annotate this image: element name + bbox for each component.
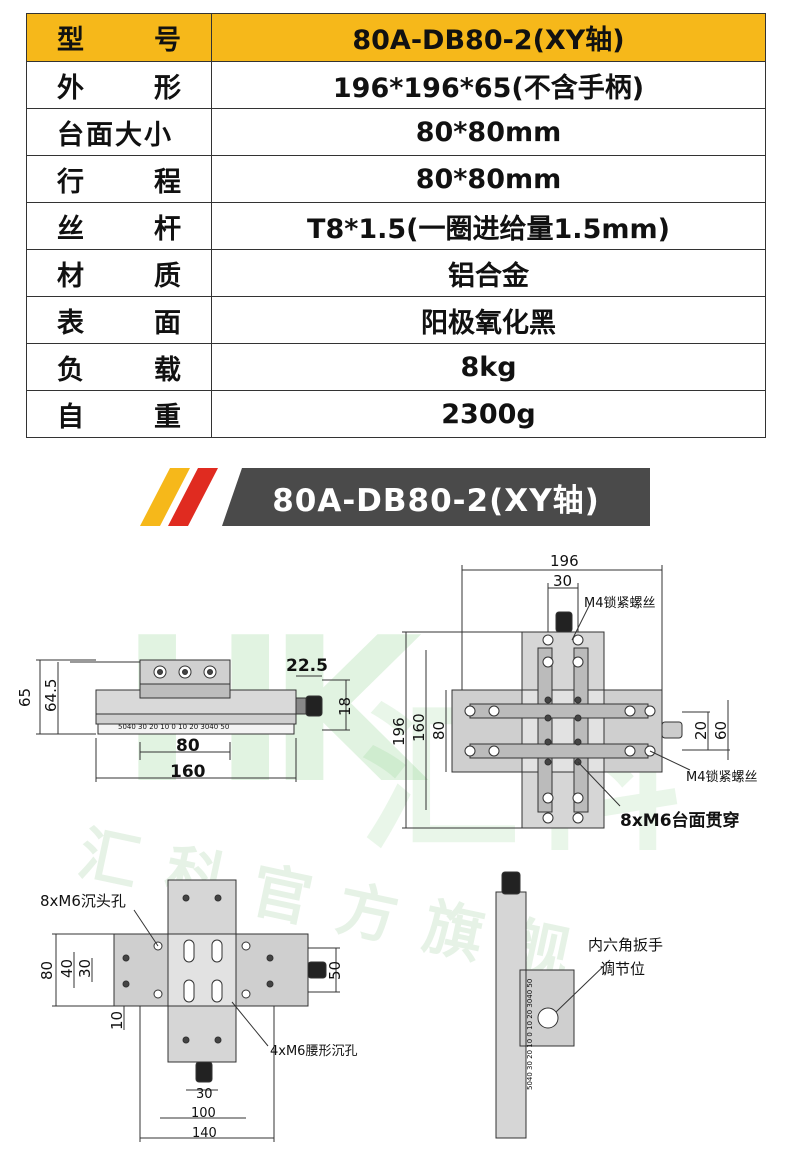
bottom-dim-10: 10 <box>108 1010 126 1030</box>
spec-key: 型号 <box>26 13 212 62</box>
spec-table: 型号 80A-DB80-2(XY轴) 外形 196*196*65(不含手柄) 台… <box>26 13 766 438</box>
spec-row: 自重 2300g <box>26 390 766 438</box>
top-dim-30: 30 <box>553 572 573 590</box>
lock-screw-label-1: M4锁紧螺丝 <box>584 596 656 611</box>
side-view-drawing <box>36 659 350 782</box>
slot-holes-label: 4xM6腰形沉孔 <box>270 1044 358 1059</box>
spec-value: 2300g <box>211 390 766 438</box>
bottom-dim-30: 30 <box>196 1087 213 1102</box>
top-dim-80: 80 <box>430 720 448 740</box>
spec-value: 80A-DB80-2(XY轴) <box>211 13 766 62</box>
stripe-decoration <box>140 468 218 526</box>
spec-value: 196*196*65(不含手柄) <box>211 61 766 109</box>
bottom-dim-50: 50 <box>326 960 344 980</box>
side-dim-22.5: 22.5 <box>286 656 328 676</box>
bottom-dim-40: 40 <box>58 958 76 978</box>
banner-title: 80A-DB80-2(XY轴) <box>272 482 600 519</box>
bottom-dim-100: 100 <box>191 1106 216 1121</box>
top-view-drawing <box>402 565 730 829</box>
side-scale: 5040 30 20 10 0 10 20 3040 50 <box>118 723 230 731</box>
top-dim-196-h: 196 <box>390 717 408 746</box>
m6-through-label: 8xM6台面贯穿 <box>620 811 740 831</box>
side-dim-80: 80 <box>176 736 200 756</box>
top-dim-160: 160 <box>410 713 428 742</box>
spec-row-model: 型号 80A-DB80-2(XY轴) <box>26 13 766 62</box>
end-view-drawing <box>495 871 611 1139</box>
bottom-dim-80: 80 <box>38 960 56 980</box>
spec-row: 行程 80*80mm <box>26 155 766 203</box>
spec-value: 阳极氧化黑 <box>211 296 766 344</box>
lock-screw-label-2: M4锁紧螺丝 <box>686 770 758 785</box>
spec-value: T8*1.5(一圈进给量1.5mm) <box>211 202 766 250</box>
bottom-view-drawing <box>52 879 340 1142</box>
adjust-position-label: 调节位 <box>600 960 646 978</box>
spec-row: 材质 铝合金 <box>26 249 766 297</box>
spec-value: 铝合金 <box>211 249 766 297</box>
top-dim-196-w: 196 <box>550 552 579 570</box>
end-scale: 5040 30 20 10 0 10 20 3040 50 <box>526 978 534 1090</box>
bottom-dim-140: 140 <box>192 1126 217 1141</box>
side-dim-64.5: 64.5 <box>42 678 60 712</box>
side-dim-18: 18 <box>336 696 354 716</box>
side-dim-160: 160 <box>170 762 206 782</box>
spec-row: 表面 阳极氧化黑 <box>26 296 766 344</box>
top-dim-20: 20 <box>692 720 710 740</box>
side-dim-65: 65 <box>16 687 34 707</box>
bottom-dim-30-v: 30 <box>76 958 94 978</box>
banner-bar <box>222 468 650 526</box>
section-banner: 80A-DB80-2(XY轴) <box>140 468 650 526</box>
counterbore-label: 8xM6沉头孔 <box>40 892 126 910</box>
top-dim-60: 60 <box>712 720 730 740</box>
spec-value: 80*80mm <box>211 155 766 203</box>
hex-wrench-label: 内六角扳手 <box>588 936 664 954</box>
